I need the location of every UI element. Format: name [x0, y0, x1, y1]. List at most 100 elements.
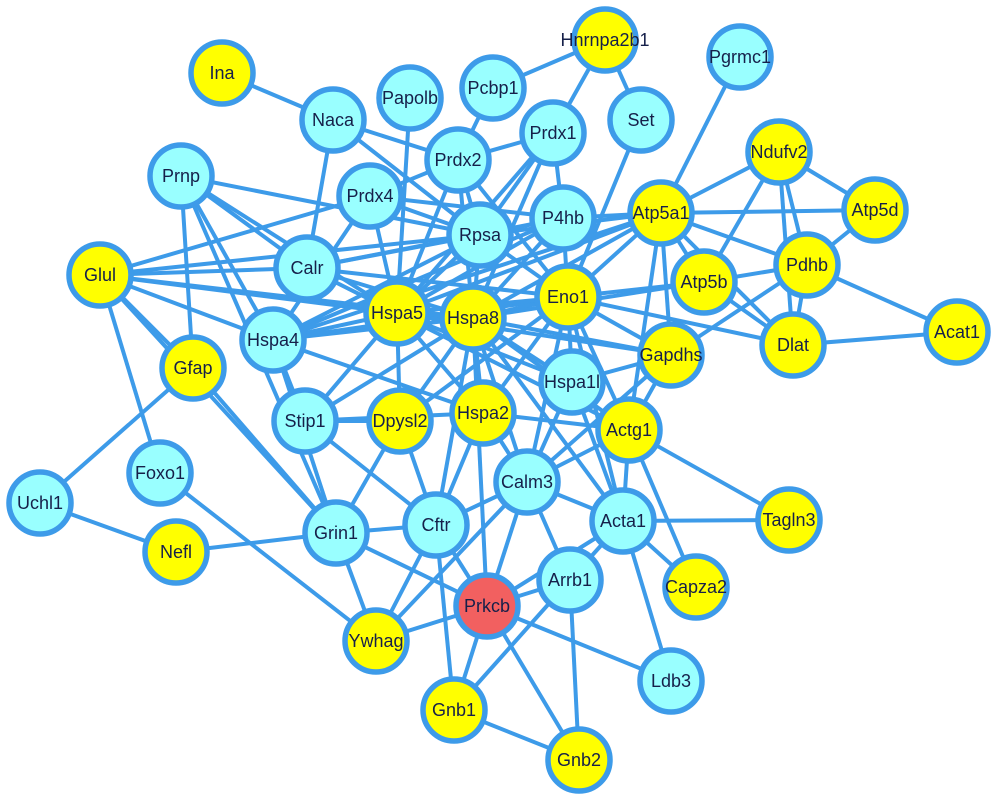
node-circle: [439, 284, 507, 352]
edge-foxo1-ywhag: [158, 471, 378, 643]
node-label: Prdx4: [346, 186, 393, 206]
node-prdx4[interactable]: Prdx4: [336, 162, 404, 230]
node-calm3[interactable]: Calm3: [493, 448, 561, 516]
node-tagln3[interactable]: Tagln3: [755, 486, 823, 554]
node-circle: [336, 162, 404, 230]
node-hspa5[interactable]: Hspa5: [363, 279, 431, 347]
node-ldb3[interactable]: Ldb3: [637, 647, 705, 715]
node-circle: [706, 23, 774, 91]
node-atp5d[interactable]: Atp5d: [841, 176, 909, 244]
node-label: Rpsa: [459, 225, 502, 245]
node-circle: [637, 321, 705, 389]
node-p4hb[interactable]: P4hb: [529, 184, 597, 252]
edge-calm3-ywhag: [374, 480, 529, 643]
node-eno1[interactable]: Eno1: [534, 263, 602, 331]
node-circle: [627, 179, 695, 247]
node-nefl[interactable]: Nefl: [142, 518, 210, 586]
node-stip1[interactable]: Stip1: [271, 387, 339, 455]
node-label: Hnrnpa2b1: [560, 30, 649, 50]
node-label: Hspa8: [447, 308, 499, 328]
node-glul[interactable]: Glul: [66, 241, 134, 309]
node-gapdhs[interactable]: Gapdhs: [637, 321, 705, 389]
node-circle: [453, 572, 521, 640]
node-ndufv2[interactable]: Ndufv2: [745, 118, 813, 186]
node-label: Naca: [312, 110, 355, 130]
node-prkcb[interactable]: Prkcb: [453, 572, 521, 640]
node-pcbp1[interactable]: Pcbp1: [459, 54, 527, 122]
node-circle: [302, 499, 370, 567]
node-label: Gnb1: [432, 700, 476, 720]
node-hspa2[interactable]: Hspa2: [449, 379, 517, 447]
node-label: Nefl: [160, 542, 192, 562]
node-label: Ldb3: [651, 671, 691, 691]
node-label: Prnp: [162, 166, 200, 186]
node-grin1[interactable]: Grin1: [302, 499, 370, 567]
node-circle: [538, 348, 606, 416]
node-rpsa[interactable]: Rpsa: [446, 201, 514, 269]
node-ina[interactable]: Ina: [188, 39, 256, 107]
edge-eno1-acta1: [566, 296, 625, 522]
node-circle: [363, 279, 431, 347]
edge-glul-foxo1: [98, 274, 162, 474]
edge-gfap-uchl1: [38, 366, 195, 505]
node-hnrnpa2b1[interactable]: Hnrnpa2b1: [560, 6, 650, 74]
node-pgrmc1[interactable]: Pgrmc1: [706, 23, 774, 91]
node-hspa4[interactable]: Hspa4: [239, 306, 307, 374]
node-circle: [670, 248, 738, 316]
node-label: P4hb: [542, 208, 584, 228]
node-dpysl2[interactable]: Dpysl2: [366, 387, 434, 455]
node-circle: [534, 263, 602, 331]
node-circle: [446, 201, 514, 269]
node-naca[interactable]: Naca: [299, 86, 367, 154]
node-acat1[interactable]: Acat1: [923, 298, 991, 366]
node-circle: [745, 118, 813, 186]
node-cftr[interactable]: Cftr: [402, 491, 470, 559]
node-label: Prkcb: [464, 596, 510, 616]
node-hspa1l[interactable]: Hspa1l: [538, 348, 606, 416]
node-label: Calm3: [501, 472, 553, 492]
node-circle: [271, 387, 339, 455]
node-circle: [449, 379, 517, 447]
node-prdx1[interactable]: Prdx1: [519, 99, 587, 167]
node-hspa8[interactable]: Hspa8: [439, 284, 507, 352]
node-label: Stip1: [284, 411, 325, 431]
node-circle: [493, 448, 561, 516]
node-atp5b[interactable]: Atp5b: [670, 248, 738, 316]
node-dlat[interactable]: Dlat: [759, 311, 827, 379]
node-foxo1[interactable]: Foxo1: [126, 439, 194, 507]
node-circle: [755, 486, 823, 554]
node-capza2[interactable]: Capza2: [662, 553, 730, 621]
edge-atp5a1-atp5d: [660, 208, 876, 215]
node-label: Glul: [84, 265, 116, 285]
node-atp5a1[interactable]: Atp5a1: [627, 179, 695, 247]
node-papolb[interactable]: Papolb: [376, 64, 444, 132]
node-circle: [589, 487, 657, 555]
node-gfap[interactable]: Gfap: [159, 334, 227, 402]
node-calr[interactable]: Calr: [273, 234, 341, 302]
node-set[interactable]: Set: [607, 86, 675, 154]
node-label: Gapdhs: [639, 345, 702, 365]
node-label: Hspa1l: [544, 372, 600, 392]
node-arrb1[interactable]: Arrb1: [536, 546, 604, 614]
node-label: Atp5b: [680, 272, 727, 292]
node-pdhb[interactable]: Pdhb: [773, 231, 841, 299]
node-circle: [402, 491, 470, 559]
node-label: Hspa4: [247, 330, 299, 350]
node-label: Dpysl2: [372, 411, 427, 431]
node-uchl1[interactable]: Uchl1: [6, 469, 74, 537]
node-prnp[interactable]: Prnp: [147, 142, 215, 210]
node-actg1[interactable]: Actg1: [595, 396, 663, 464]
node-acta1[interactable]: Acta1: [589, 487, 657, 555]
node-prdx2[interactable]: Prdx2: [424, 126, 492, 194]
node-label: Arrb1: [548, 570, 592, 590]
node-gnb1[interactable]: Gnb1: [420, 676, 488, 744]
node-label: Uchl1: [17, 493, 63, 513]
node-circle: [188, 39, 256, 107]
node-gnb2[interactable]: Gnb2: [545, 726, 613, 794]
edge-hspa4-p4hb: [272, 216, 564, 342]
node-ywhag[interactable]: Ywhag: [342, 607, 410, 675]
node-circle: [923, 298, 991, 366]
node-label: Ina: [209, 63, 235, 83]
node-circle: [459, 54, 527, 122]
